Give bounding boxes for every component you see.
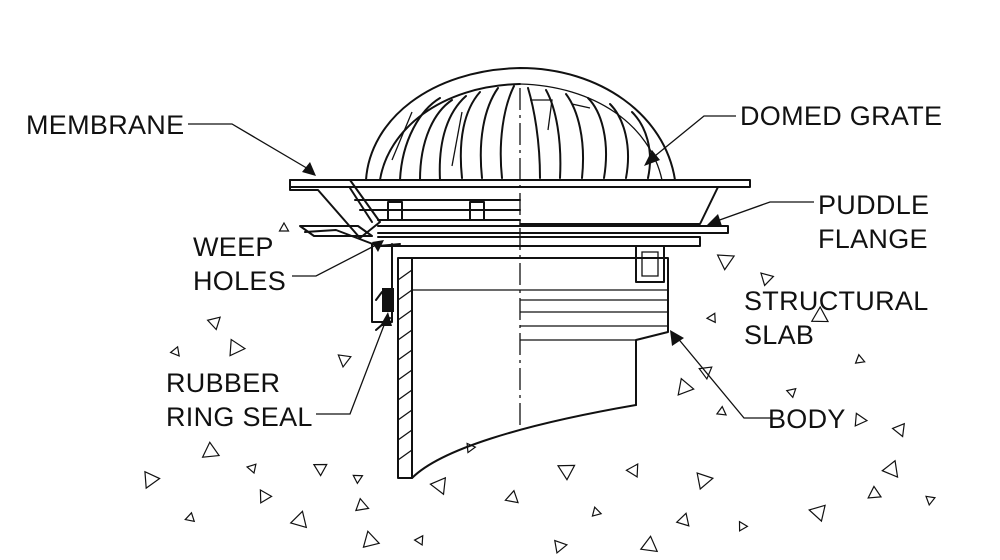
slab-speckle — [696, 472, 715, 491]
slab-speckle — [352, 474, 364, 485]
slab-speckle — [413, 534, 424, 547]
grate-ring — [289, 179, 751, 225]
slab-speckle — [854, 353, 866, 364]
slab-speckle — [206, 316, 222, 331]
label-rubber-ring-seal-line2: RING SEAL — [166, 402, 313, 432]
slab-speckle — [760, 272, 775, 287]
slab-speckle — [810, 305, 830, 323]
drain-body — [397, 245, 669, 479]
label-structural-slab-line2: SLAB — [744, 320, 814, 350]
label-membrane: MEMBRANE — [26, 110, 184, 140]
puddle-flange — [299, 225, 729, 247]
slab-speckle — [289, 510, 308, 529]
slab-speckle — [312, 463, 328, 477]
slab-speckle — [625, 463, 639, 478]
label-domed-grate: DOMED GRATE — [740, 101, 942, 131]
slab-speckle — [144, 470, 161, 490]
slab-speckle — [259, 488, 273, 504]
slab-speckle — [698, 366, 713, 381]
slab-speckle — [169, 345, 180, 357]
slab-speckle — [881, 459, 899, 479]
slab-speckle — [245, 463, 257, 475]
slab-speckle — [808, 504, 826, 523]
slab-speckle — [925, 495, 937, 507]
callout-labels: MEMBRANE DOMED GRATE PUDDLE FLANGE WEEP … — [26, 101, 942, 434]
slab-speckle — [429, 476, 447, 496]
slab-speckle — [705, 312, 716, 324]
slab-speckle — [738, 520, 749, 532]
domed-grate — [365, 67, 676, 181]
slab-speckle — [504, 489, 519, 504]
slab-speckle — [362, 530, 381, 549]
label-structural-slab-line1: STRUCTURAL — [744, 286, 929, 316]
slab-speckle — [201, 441, 221, 458]
slab-speckle — [639, 535, 659, 553]
slab-speckle — [278, 221, 290, 232]
slab-speckle — [891, 422, 905, 438]
slab-speckle — [354, 497, 370, 512]
slab-speckle — [715, 405, 728, 416]
slab-speckle — [677, 377, 695, 396]
label-puddle-flange-line1: PUDDLE — [818, 190, 929, 220]
label-body: BODY — [768, 404, 846, 434]
label-rubber-ring-seal-line1: RUBBER — [166, 368, 280, 398]
leader-lines — [188, 115, 814, 419]
label-weep-holes-line2: HOLES — [193, 266, 286, 296]
slab-speckle — [229, 338, 247, 357]
label-weep-holes-line1: WEEP — [193, 232, 274, 262]
slab-speckle — [554, 539, 569, 555]
slab-speckle — [716, 254, 736, 271]
slab-speckle — [337, 354, 352, 369]
slab-speckle — [675, 512, 690, 527]
slab-speckle — [854, 412, 869, 427]
label-puddle-flange-line2: FLANGE — [818, 224, 928, 254]
slab-speckle — [591, 505, 603, 517]
slab-speckle — [556, 464, 576, 481]
slab-speckle — [785, 387, 797, 399]
slab-speckle — [867, 485, 883, 499]
rubber-ring-seal — [371, 243, 394, 331]
slab-speckle — [184, 511, 196, 523]
